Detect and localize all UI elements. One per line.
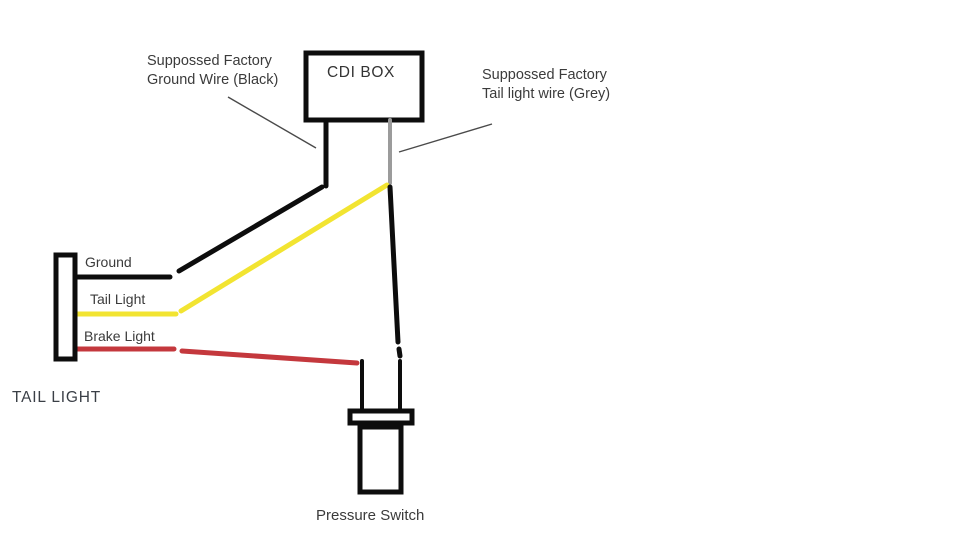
pressure-switch-flange (347, 408, 415, 426)
tail-annotation-pointer-line (398, 123, 493, 153)
cdi-box (303, 50, 425, 123)
ground-terminal-label: Ground (85, 254, 132, 270)
brake-wire-diagonal (179, 348, 360, 366)
tail-light-box (53, 252, 78, 362)
tail-light-wire-annotation: Suppossed Factory Tail light wire (Grey) (482, 67, 611, 103)
cdi-box-label: CDI BOX (327, 64, 395, 81)
pressure-switch-wire-dash (396, 346, 403, 359)
ground-annotation-pointer-line (227, 96, 317, 149)
tail-light-terminal-label: Tail Light (90, 291, 146, 307)
pressure-switch-wire-upper (387, 184, 401, 345)
tail-light-title: TAIL LIGHT (12, 389, 101, 406)
tail-light-wire-diagonal (178, 182, 390, 314)
pressure-switch-body (357, 424, 404, 495)
brake-light-terminal-label: Brake Light (84, 328, 155, 344)
ground-wire-annotation: Suppossed Factory Ground Wire (Black) (147, 53, 279, 89)
pressure-switch-label: Pressure Switch (316, 507, 425, 524)
ground-wire-diagonal (176, 184, 325, 274)
